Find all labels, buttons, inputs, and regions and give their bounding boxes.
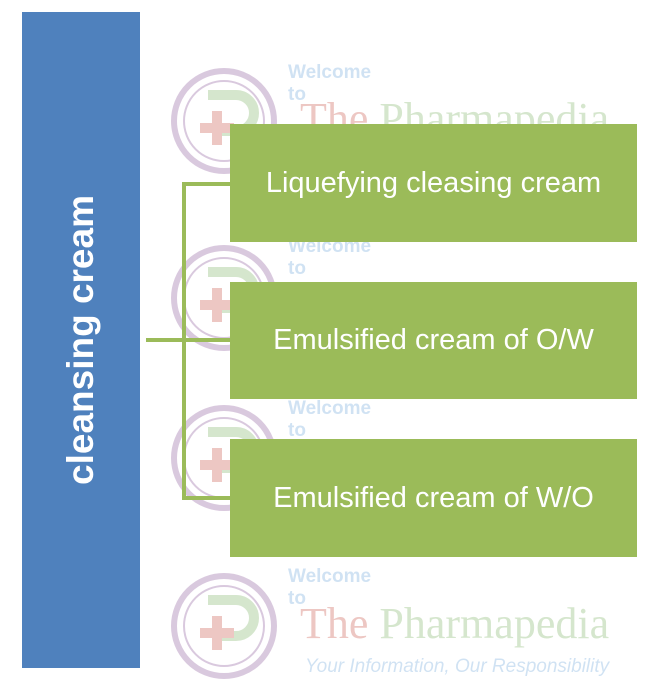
watermark-welcome: Welcome to: [288, 236, 372, 279]
watermark-welcome: Welcome to: [288, 62, 372, 105]
connector-root-stem: [146, 338, 186, 342]
connector-branch-2: [182, 338, 230, 342]
child-node-label: Emulsified cream of O/W: [273, 324, 594, 357]
child-node-emulsified-wo: Emulsified cream of W/O: [230, 439, 637, 557]
child-node-label: Emulsified cream of W/O: [273, 481, 594, 514]
watermark-welcome: Welcome to: [288, 566, 372, 609]
connector-branch-1: [182, 182, 230, 186]
child-node-emulsified-ow: Emulsified cream of O/W: [230, 282, 637, 399]
pharmacy-cross-logo-icon: [171, 573, 277, 679]
connector-branch-3: [182, 496, 230, 500]
watermark-tagline: Your Information, Our Responsibility: [305, 656, 610, 677]
child-node-label: Liquefying cleasing cream: [265, 166, 602, 199]
root-node: cleansing cream: [22, 12, 140, 668]
child-node-liquefying: Liquefying cleasing cream: [230, 124, 637, 242]
root-node-label: cleansing cream: [60, 195, 102, 485]
watermark-welcome: Welcome to: [288, 398, 372, 441]
watermark-title: The Pharmapedia: [300, 599, 610, 648]
